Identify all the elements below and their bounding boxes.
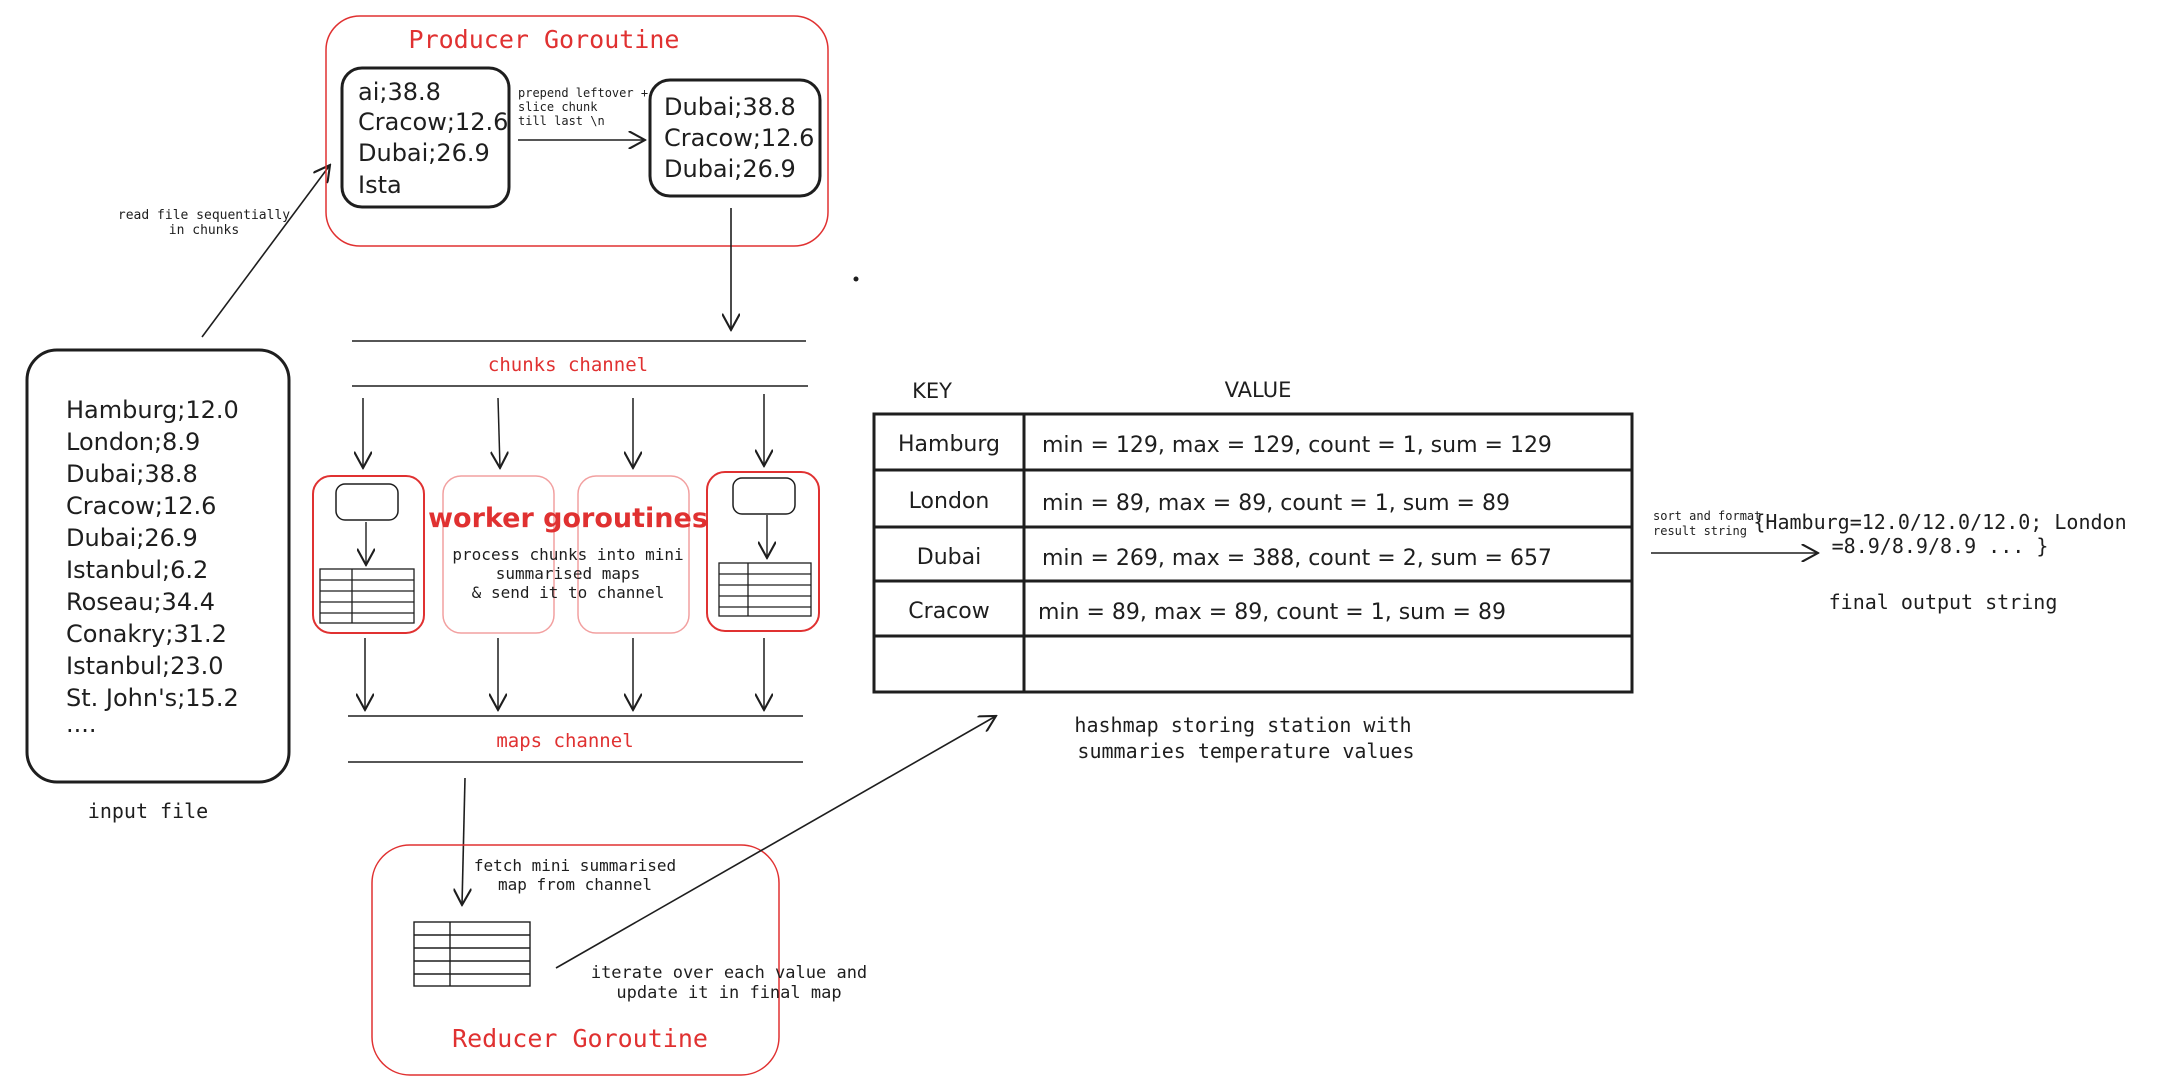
- worker-inner-box: [732, 477, 796, 515]
- hashmap-key: London: [909, 489, 990, 514]
- workers-desc: summarised maps: [496, 564, 641, 583]
- fetch-label: map from channel: [498, 875, 652, 894]
- chunk-out-line: Dubai;26.9: [664, 155, 796, 183]
- key-header: KEY: [912, 379, 952, 403]
- iterate-label: update it in final map: [616, 983, 841, 1003]
- reducer-to-hashmap-arrow: [555, 716, 996, 969]
- maps-to-reducer-arrow: [462, 777, 465, 905]
- chunk-in-box: [340, 66, 511, 209]
- workers-title: worker goroutines: [428, 503, 708, 534]
- value-header: VALUE: [1225, 378, 1292, 402]
- producer-box: [325, 15, 829, 247]
- transform-label: till last \n: [518, 114, 605, 128]
- transform-label: prepend leftover +: [518, 86, 648, 100]
- read-label: read file sequentially: [118, 208, 290, 223]
- maps-channel-label: maps channel: [496, 730, 633, 752]
- hashmap-caption: hashmap storing station with: [1074, 713, 1411, 737]
- worker-box: [706, 471, 820, 632]
- hashmap-value: min = 129, max = 129, count = 1, sum = 1…: [1042, 433, 1552, 458]
- worker-inner-box: [335, 483, 399, 521]
- chunk-in-line: Cracow;12.6: [358, 108, 508, 136]
- sort-label: sort and format: [1653, 509, 1761, 523]
- chunk-in-line: Ista: [358, 171, 402, 199]
- output-string: {Hamburg=12.0/12.0/12.0; London: [1753, 510, 2126, 534]
- output-caption: final output string: [1829, 590, 2058, 614]
- input-file-caption: input file: [88, 799, 208, 823]
- input-line: Istanbul;23.0: [66, 652, 224, 680]
- input-line: Dubai;38.8: [66, 460, 198, 488]
- worker-box: [577, 475, 690, 634]
- worker-box: [312, 475, 425, 634]
- chunk-out-line: Dubai;38.8: [664, 93, 796, 121]
- input-line: London;8.9: [66, 428, 200, 456]
- input-file-box: [25, 348, 291, 784]
- worker-table: [319, 568, 415, 624]
- stray-dot: [853, 276, 859, 282]
- iterate-label: iterate over each value and: [591, 963, 867, 983]
- chunk-out-box: [648, 78, 822, 198]
- producer-title: Producer Goroutine: [409, 25, 680, 54]
- hashmap-value: min = 89, max = 89, count = 1, sum = 89: [1042, 491, 1510, 516]
- hashmap-caption: summaries temperature values: [1077, 739, 1414, 763]
- hashmap-key: Cracow: [908, 599, 989, 624]
- chunk-in-line: Dubai;26.9: [358, 139, 490, 167]
- input-line: Hamburg;12.0: [66, 396, 239, 424]
- worker-table: [718, 562, 812, 617]
- hashmap-key: Hamburg: [898, 432, 1000, 457]
- transform-label: slice chunk: [518, 100, 598, 114]
- chunk-to-worker-arrow: [498, 397, 500, 468]
- hashmap-key: Dubai: [917, 545, 981, 570]
- input-line: Dubai;26.9: [66, 524, 198, 552]
- reducer-box: [371, 844, 780, 1076]
- chunk-out-line: Cracow;12.6: [664, 124, 814, 152]
- workers-desc: process chunks into mini: [452, 545, 683, 564]
- read-label: in chunks: [169, 223, 239, 238]
- chunks-channel-label: chunks channel: [488, 354, 648, 376]
- sort-label: result string: [1653, 524, 1747, 538]
- read-arrow: [201, 165, 330, 338]
- hashmap-value: min = 89, max = 89, count = 1, sum = 89: [1038, 600, 1506, 625]
- worker-box: [442, 475, 555, 634]
- chunk-in-line: ai;38.8: [358, 78, 441, 106]
- output-string: =8.9/8.9/8.9 ... }: [1832, 534, 2049, 558]
- input-line: Roseau;34.4: [66, 588, 215, 616]
- reducer-table: [413, 921, 531, 987]
- input-line: St. John's;15.2: [66, 684, 239, 712]
- hashmap-value: min = 269, max = 388, count = 2, sum = 6…: [1042, 546, 1552, 571]
- input-line: Istanbul;6.2: [66, 556, 208, 584]
- hashmap-grid: [872, 412, 1634, 694]
- input-line: ....: [66, 710, 97, 738]
- fetch-label: fetch mini summarised: [474, 856, 676, 875]
- workers-desc: & send it to channel: [472, 583, 665, 602]
- input-line: Cracow;12.6: [66, 492, 216, 520]
- input-line: Conakry;31.2: [66, 620, 227, 648]
- reducer-title: Reducer Goroutine: [452, 1024, 708, 1053]
